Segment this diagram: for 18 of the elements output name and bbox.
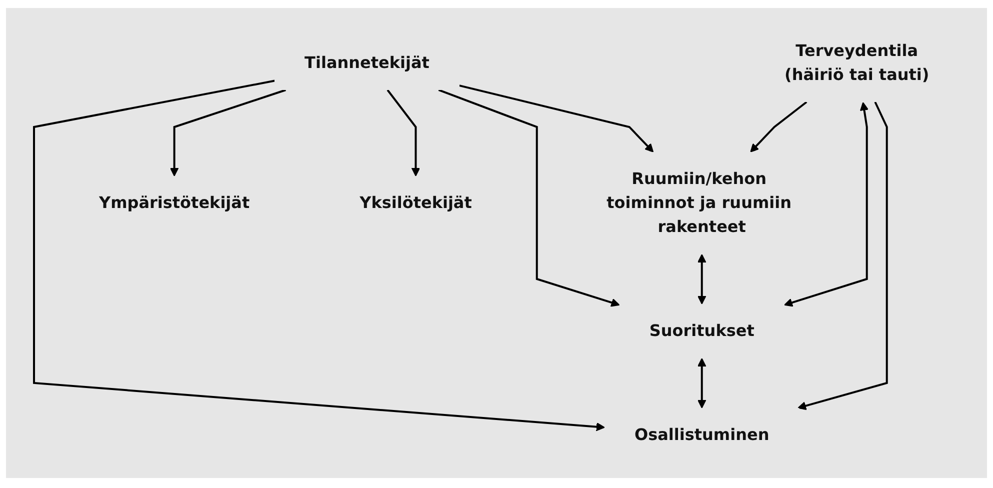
arrow bbox=[386, 89, 420, 176]
arrow bbox=[784, 102, 868, 307]
arrow bbox=[32, 80, 605, 432]
arrow bbox=[438, 89, 620, 307]
node-text: Ympäristötekijät bbox=[98, 192, 250, 212]
arrow bbox=[697, 358, 706, 408]
node-text: Suoritukset bbox=[649, 320, 754, 340]
arrow bbox=[459, 84, 654, 152]
node-text: Terveydentila (häiriö tai tauti) bbox=[784, 41, 930, 84]
arrow bbox=[797, 102, 888, 410]
node-text: Ruumiin/kehon toiminnot ja ruumiin rakenteet bbox=[606, 168, 792, 236]
node-text: Yksilötekijät bbox=[360, 192, 472, 212]
arrow bbox=[697, 254, 706, 304]
panel-background: Terveydentila (häiriö tai tauti) Ruumiin/kehon toiminnot ja ruumiin rakenteet Suoritukset Osallistuminen Ympäristötekijät Tilannetekijät Yksilötekijät bbox=[6, 8, 987, 478]
arrow bbox=[170, 89, 286, 176]
node-text: Osallistuminen bbox=[634, 424, 770, 444]
arrow bbox=[750, 101, 808, 152]
node-text: Tilannetekijät bbox=[304, 53, 430, 72]
